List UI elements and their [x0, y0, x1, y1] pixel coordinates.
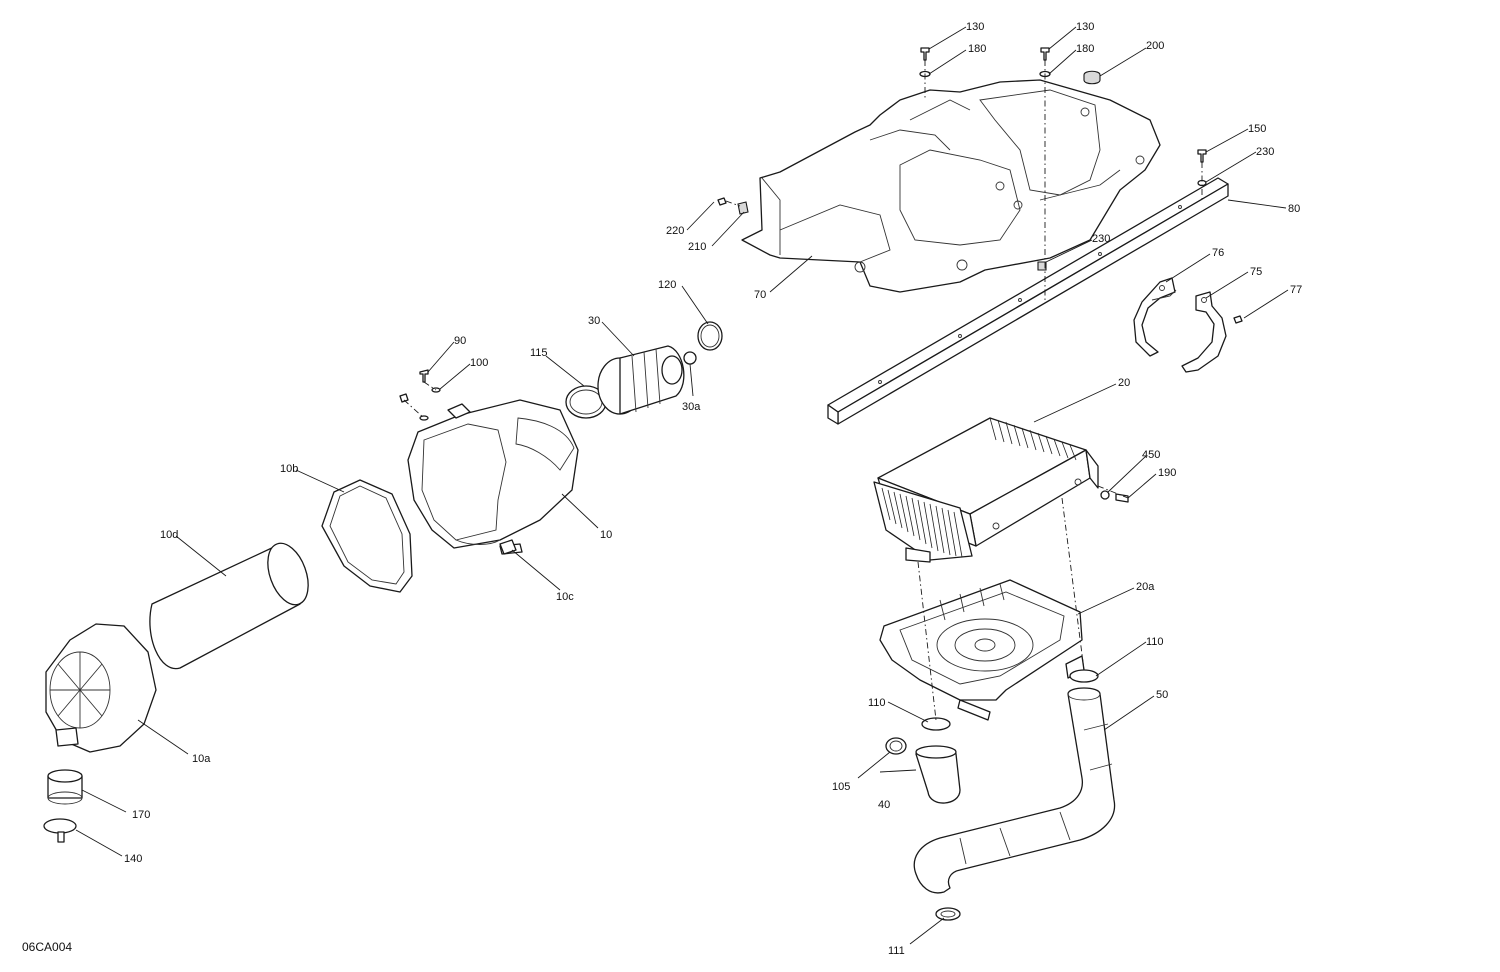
part-50-hose	[913, 687, 1116, 894]
callout-30a: 30a	[682, 401, 701, 413]
callout-450: 450	[1142, 449, 1160, 461]
callout-10a: 10a	[192, 753, 211, 765]
callout-50: 50	[1156, 689, 1168, 701]
part-10a-housing	[45, 623, 157, 753]
part-170-coupler	[47, 769, 83, 805]
part-10-airbox	[407, 399, 579, 555]
drawing-code: 06CA004	[22, 940, 73, 954]
callout-130b: 130	[1076, 21, 1094, 33]
callout-77: 77	[1290, 284, 1302, 296]
hardware-450-190	[1100, 490, 1129, 503]
callout-10c: 10c	[556, 591, 574, 603]
callout-210: 210	[688, 241, 706, 253]
part-10d-filter	[149, 542, 309, 670]
callout-labels: 130 180 130 180 200 150 230 80 220 210 2…	[124, 21, 1302, 957]
callout-75: 75	[1250, 266, 1262, 278]
part-10b-gasket	[321, 479, 413, 593]
callout-10: 10	[600, 529, 612, 541]
callout-140: 140	[124, 853, 142, 865]
hardware-90-100	[399, 369, 441, 421]
part-140-clamp	[43, 818, 77, 843]
callout-105: 105	[832, 781, 850, 793]
callout-130a: 130	[966, 21, 984, 33]
part-70-bracket	[741, 79, 1161, 293]
callout-90: 90	[454, 335, 466, 347]
callout-40: 40	[878, 799, 890, 811]
callout-190: 190	[1158, 467, 1176, 479]
callout-80: 80	[1288, 203, 1300, 215]
callout-200: 200	[1146, 40, 1164, 52]
callout-120: 120	[658, 279, 676, 291]
part-110-clamps	[921, 669, 1099, 731]
part-80-rail	[827, 177, 1229, 425]
callout-180a: 180	[968, 43, 986, 55]
part-30-bellows	[597, 345, 685, 415]
assembly-lines	[403, 60, 1203, 721]
callout-20a: 20a	[1136, 581, 1155, 593]
callout-115: 115	[530, 347, 548, 359]
part-20-intercooler	[873, 417, 1099, 563]
callout-10d: 10d	[160, 529, 178, 541]
callout-110b: 110	[868, 697, 886, 709]
part-30a-cap	[683, 351, 697, 365]
callout-150: 150	[1248, 123, 1266, 135]
callout-100: 100	[470, 357, 488, 369]
leader-lines	[75, 26, 1289, 945]
callout-230b: 230	[1092, 233, 1110, 245]
callout-30: 30	[588, 315, 600, 327]
part-111-clamp	[935, 907, 961, 921]
callout-70: 70	[754, 289, 766, 301]
callout-170: 170	[132, 809, 150, 821]
part-20a-fan-shroud	[879, 579, 1085, 721]
part-76-clamp	[1133, 277, 1177, 357]
part-120-clamp	[697, 321, 723, 351]
part-40-elbow	[915, 745, 961, 804]
callout-76: 76	[1212, 247, 1224, 259]
callout-111: 111	[888, 945, 905, 957]
callout-230a: 230	[1256, 146, 1274, 158]
part-75-clamp	[1181, 291, 1243, 373]
callout-10b: 10b	[280, 463, 298, 475]
callout-110a: 110	[1146, 636, 1164, 648]
callout-220: 220	[666, 225, 684, 237]
callout-180b: 180	[1076, 43, 1094, 55]
callout-20: 20	[1118, 377, 1130, 389]
part-105-clamp	[885, 737, 907, 755]
